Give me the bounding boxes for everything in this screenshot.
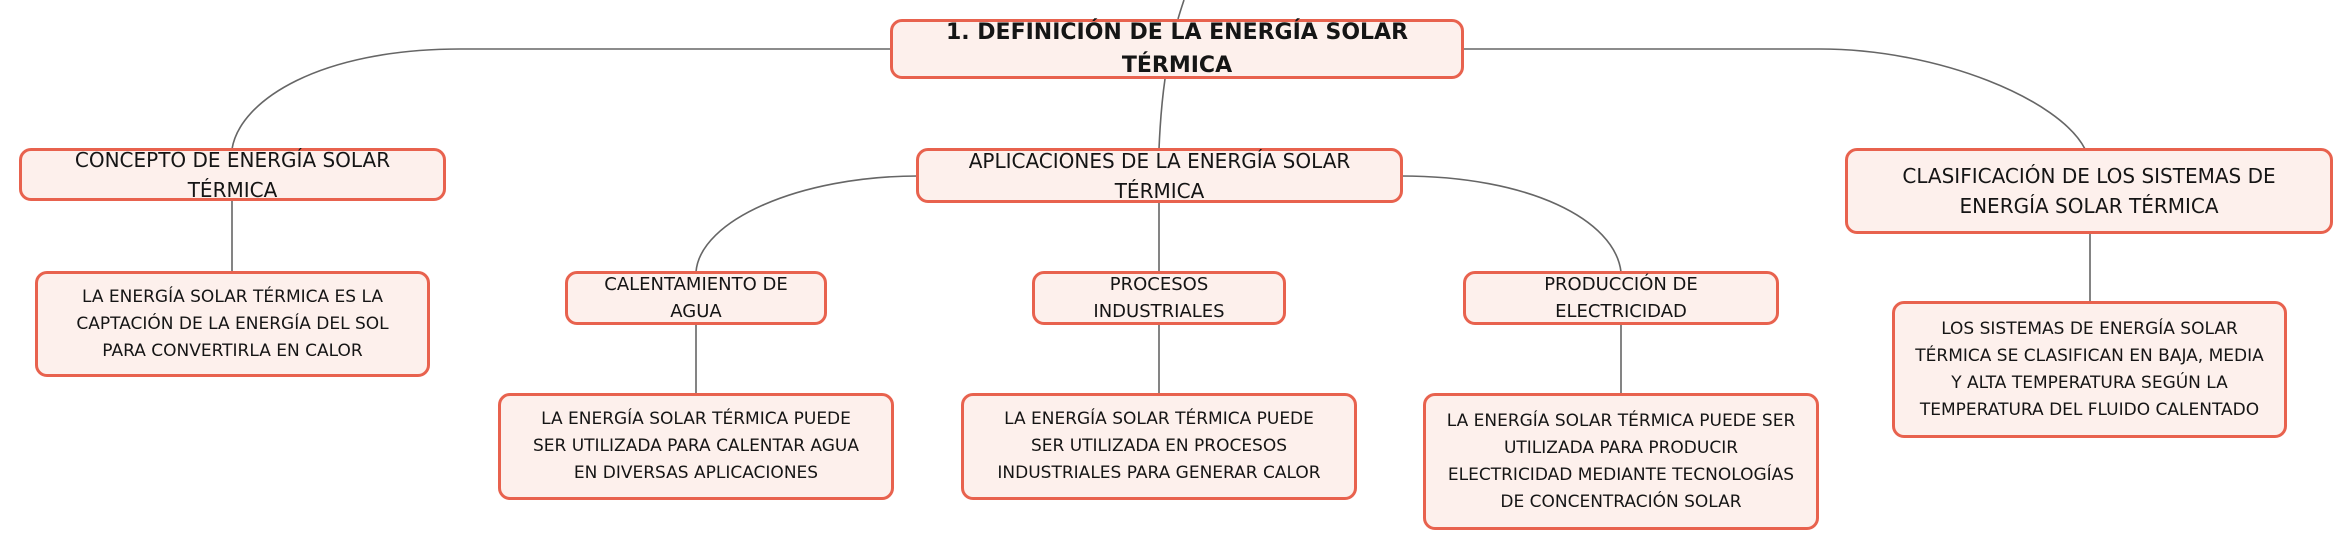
link-root-to-concepto — [231, 48, 892, 150]
link-aplicaciones-to-agua — [695, 175, 919, 273]
detail-industriales[interactable]: LA ENERGÍA SOLAR TÉRMICA PUEDE SER UTILI… — [961, 393, 1357, 500]
detail-clasificacion[interactable]: LOS SISTEMAS DE ENERGÍA SOLAR TÉRMICA SE… — [1892, 301, 2287, 438]
topic-industriales[interactable]: PROCESOS INDUSTRIALES — [1032, 271, 1286, 325]
topic-clasificacion[interactable]: CLASIFICACIÓN DE LOS SISTEMAS DE ENERGÍA… — [1845, 148, 2333, 234]
link-aplicaciones-to-electricidad — [1400, 175, 1622, 273]
topic-agua[interactable]: CALENTAMIENTO DE AGUA — [565, 271, 827, 325]
root-topic[interactable]: 1. DEFINICIÓN DE LA ENERGÍA SOLAR TÉRMIC… — [890, 19, 1464, 79]
topic-concepto[interactable]: CONCEPTO DE ENERGÍA SOLAR TÉRMICA — [19, 148, 446, 202]
topic-aplicaciones[interactable]: APLICACIONES DE LA ENERGÍA SOLAR TÉRMICA — [916, 148, 1403, 203]
link-root-to-aplicaciones — [1158, 78, 1166, 150]
detail-concepto[interactable]: LA ENERGÍA SOLAR TÉRMICA ES LA CAPTACIÓN… — [35, 271, 430, 377]
detail-agua[interactable]: LA ENERGÍA SOLAR TÉRMICA PUEDE SER UTILI… — [498, 393, 894, 500]
link-parent-to-root — [1177, 0, 1185, 20]
topic-electricidad[interactable]: PRODUCCIÓN DE ELECTRICIDAD — [1463, 271, 1779, 325]
detail-electricidad[interactable]: LA ENERGÍA SOLAR TÉRMICA PUEDE SER UTILI… — [1423, 393, 1819, 530]
link-root-to-clasificacion — [1461, 48, 2086, 150]
